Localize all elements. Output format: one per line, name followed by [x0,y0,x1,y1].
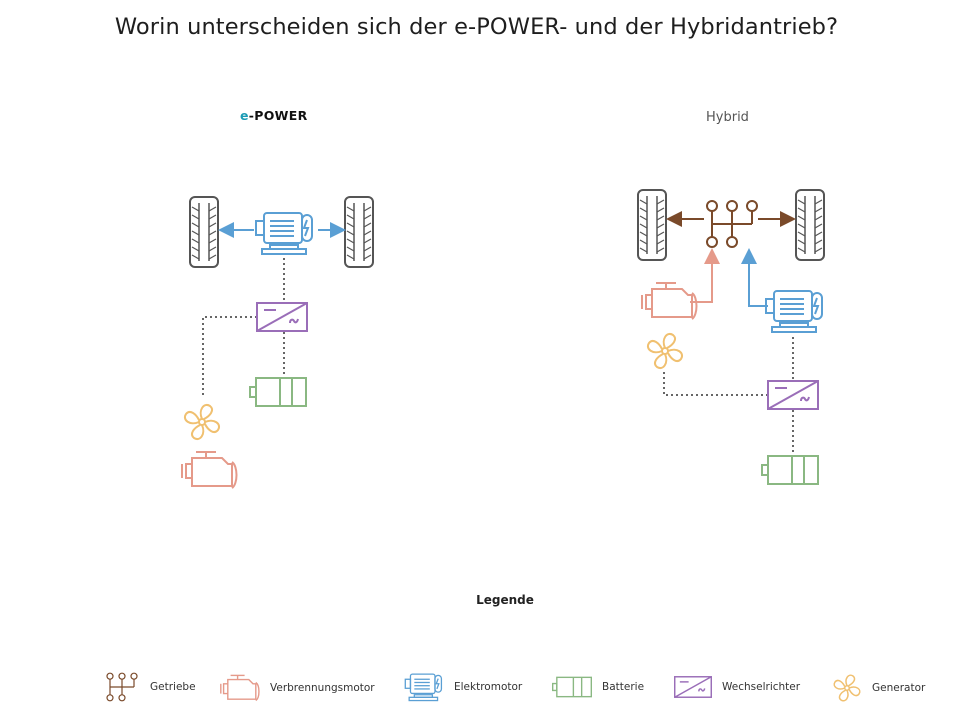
electric-connections [202,258,285,398]
battery-icon [761,455,819,485]
epower-logo: e-POWER [240,108,308,123]
legend-item-gearbox: Getriebe [104,672,196,702]
epower-logo-e: e [240,108,249,123]
electric-motor-icon [404,673,443,702]
electric-connections [663,337,794,454]
hybrid-header: Hybrid [706,110,749,125]
drivetrain-diagrams [181,189,825,489]
gear-icon [106,672,138,702]
battery-icon [249,377,307,407]
engine-icon [641,282,698,320]
hybrid-diagram [637,189,825,485]
generator-icon [183,403,221,441]
legend-label: Generator [872,682,926,694]
legend-item-battery: Batterie [552,676,644,698]
inverter-icon [256,302,308,332]
tire-icon [344,196,374,268]
epower-diagram [181,196,374,489]
engine-icon [181,451,238,489]
inverter-icon [767,380,819,410]
tire-icon [189,196,219,268]
battery-icon [552,676,592,698]
legend-item-electric-motor: Elektromotor [404,672,522,702]
legend-title: Legende [476,593,534,607]
gearbox-icon [706,200,758,248]
page-title: Worin unterscheiden sich der e-POWER- un… [114,14,839,40]
motor-arrow [741,248,768,307]
legend-label: Batterie [602,681,645,693]
epower-logo-text: -POWER [248,108,308,123]
electric-motor-icon [255,212,313,255]
legend-item-inverter: Wechselrichter [674,676,800,698]
generator-icon [646,332,684,370]
legend-item-engine: Verbrennungsmotor [218,674,375,702]
engine-arrow [690,248,720,303]
tire-icon [795,189,825,261]
legend-label: Wechselrichter [722,681,801,693]
tire-icon [637,189,667,261]
inverter-icon [674,676,712,698]
electric-motor-icon [765,290,823,333]
generator-icon [833,674,861,702]
engine-icon [220,674,260,702]
legend-label: Elektromotor [454,681,523,693]
legend-item-generator: Generator [832,673,925,703]
legend-label: Getriebe [150,681,196,693]
legend-label: Verbrennungsmotor [270,682,375,694]
